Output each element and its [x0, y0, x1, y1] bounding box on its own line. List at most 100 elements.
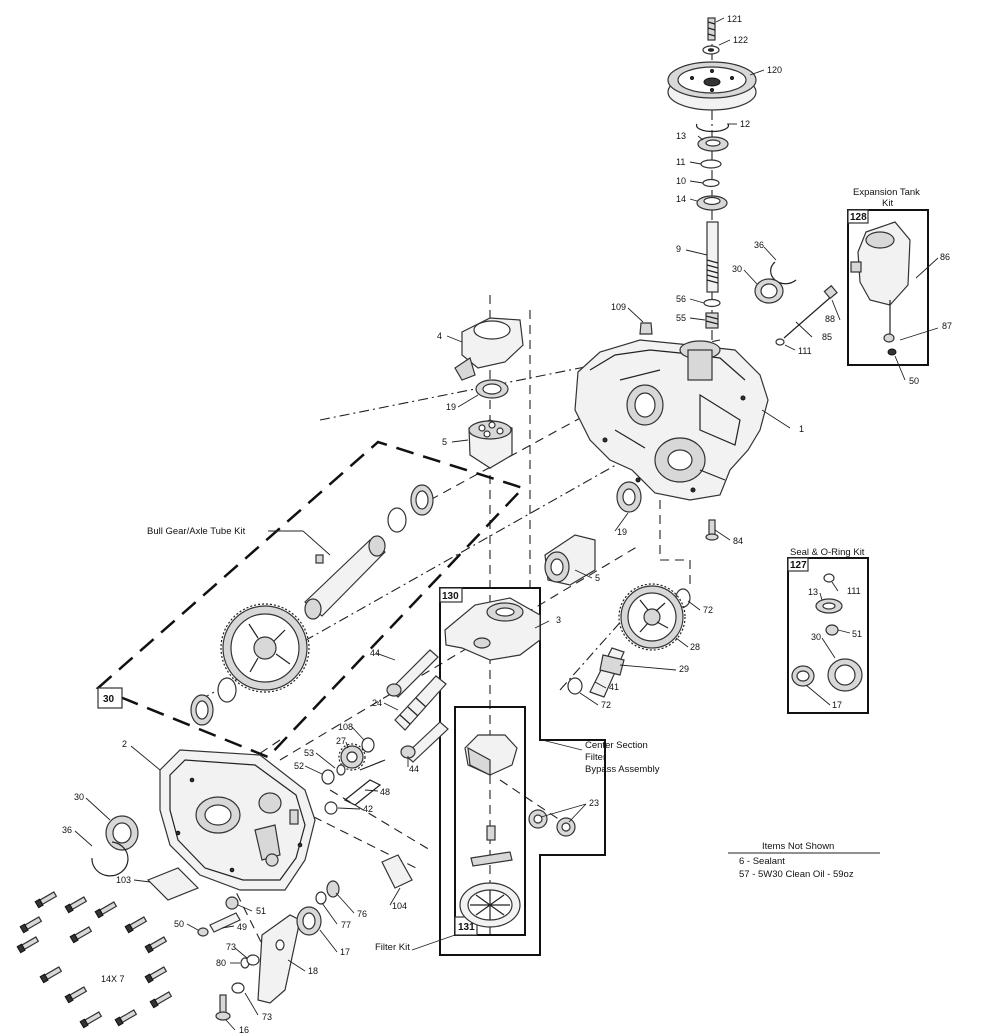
- callout-19-lower: 19: [617, 527, 627, 537]
- vent-tube: [775, 284, 838, 346]
- callout-24: 24: [372, 698, 382, 708]
- callout-49: 49: [237, 922, 247, 932]
- seal-kit-callout-111: 111: [847, 586, 861, 596]
- callout-121: 121: [727, 14, 742, 24]
- callout-44-upper: 44: [370, 648, 380, 658]
- main-housing: [574, 339, 769, 501]
- expansion-tank-kit: [847, 209, 929, 366]
- callout-111: 111: [798, 346, 812, 356]
- callout-85: 85: [822, 332, 832, 342]
- brake-parts: [321, 743, 386, 815]
- seal-oring-kit-title: Seal & O-Ring Kit: [790, 547, 865, 558]
- callout-27: 27: [336, 736, 346, 746]
- callout-5-upper: 5: [442, 437, 447, 447]
- callout-84: 84: [733, 536, 743, 546]
- filter-kit-title: Filter Kit: [375, 942, 410, 953]
- items-not-shown-row-1: 6 - Sealant: [739, 856, 785, 867]
- callout-18: 18: [308, 966, 318, 976]
- kit-labels: Expansion Tank Kit 128 Seal & O-Ring Kit…: [103, 187, 920, 953]
- callout-104: 104: [392, 901, 407, 911]
- input-shaft-stack: [667, 17, 757, 329]
- callout-50-left: 50: [174, 919, 184, 929]
- seal-kit-callout-30: 30: [811, 632, 821, 642]
- center-section-line3: Bypass Assembly: [585, 764, 660, 775]
- callout-23: 23: [589, 798, 599, 808]
- center-section-line2: Filter: [585, 752, 606, 763]
- callout-14: 14: [676, 194, 686, 204]
- expansion-tank-title-line2: Kit: [882, 198, 893, 209]
- callout-29: 29: [679, 664, 689, 674]
- bull-gear-kit-number: 30: [103, 694, 115, 705]
- callout-122: 122: [733, 35, 748, 45]
- callout-80: 80: [216, 958, 226, 968]
- callout-88: 88: [825, 314, 835, 324]
- side-cover: [159, 749, 316, 891]
- callout-36-left: 36: [62, 825, 72, 835]
- center-shafts: [361, 649, 449, 763]
- callout-103: 103: [116, 875, 131, 885]
- callout-30-left: 30: [74, 792, 84, 802]
- bolt-84: [705, 519, 719, 541]
- bypass-plugs: [528, 809, 576, 837]
- leader-lines: [74, 17, 939, 1031]
- callout-3: 3: [556, 615, 561, 625]
- seal-oring-kit-number: 127: [790, 560, 807, 571]
- items-not-shown-heading: Items Not Shown: [762, 841, 834, 852]
- plug-109: [639, 322, 653, 335]
- bull-gear-kit: [95, 440, 526, 759]
- callout-12: 12: [740, 119, 750, 129]
- filter-kit-number: 131: [458, 922, 475, 933]
- callout-108: 108: [338, 722, 353, 732]
- expansion-tank-title-line1: Expansion Tank: [853, 187, 920, 198]
- callout-50-top: 50: [909, 376, 919, 386]
- callout-56: 56: [676, 294, 686, 304]
- callout-2: 2: [122, 739, 127, 749]
- callout-87: 87: [942, 321, 952, 331]
- callout-11: 11: [676, 157, 685, 167]
- callout-52: 52: [294, 761, 304, 771]
- bolt-set-14x: [16, 891, 173, 1029]
- callout-13: 13: [676, 131, 686, 141]
- callout-4: 4: [437, 331, 442, 341]
- callout-86: 86: [940, 252, 950, 262]
- callout-30-top: 30: [732, 264, 742, 274]
- items-not-shown-row-2: 57 - 5W30 Clean Oil - 59oz: [739, 869, 854, 880]
- callout-14x7: 14X 7: [101, 974, 125, 984]
- reduction-gears: [567, 583, 691, 698]
- callout-53: 53: [304, 748, 314, 758]
- callout-9: 9: [676, 244, 681, 254]
- callout-48: 48: [380, 787, 390, 797]
- items-not-shown: Items Not Shown 6 - Sealant 57 - 5W30 Cl…: [739, 841, 854, 880]
- callout-76: 76: [357, 909, 367, 919]
- seal-kit-callout-17: 17: [832, 700, 842, 710]
- callout-51: 51: [256, 906, 266, 916]
- center-section-kit: [439, 587, 606, 956]
- callout-labels: 121 122 120 12 13 11 10 14 9 36 30 56 55…: [62, 14, 952, 1035]
- callout-5-lower: 5: [595, 573, 600, 583]
- callout-120: 120: [767, 65, 782, 75]
- seal-oring-kit: [787, 557, 869, 714]
- callout-10: 10: [676, 176, 686, 186]
- callout-41: 41: [609, 682, 619, 692]
- callout-73-upper: 73: [226, 942, 236, 952]
- callout-16: 16: [239, 1025, 249, 1035]
- expansion-tank-kit-number: 128: [850, 212, 867, 223]
- callout-73-lower: 73: [262, 1012, 272, 1022]
- callout-109: 109: [611, 302, 626, 312]
- pump-assembly: [454, 317, 524, 469]
- left-axle-seals: [91, 815, 139, 877]
- callout-72-lower: 72: [601, 700, 611, 710]
- motor-assembly: [544, 481, 642, 586]
- seal-kit-callout-51: 51: [852, 629, 862, 639]
- upper-seal-group: [754, 261, 797, 304]
- callout-36-top: 36: [754, 240, 764, 250]
- center-section-line1: Center Section: [585, 740, 648, 751]
- bull-gear-kit-title: Bull Gear/Axle Tube Kit: [147, 526, 246, 537]
- callout-72-upper: 72: [703, 605, 713, 615]
- callout-28: 28: [690, 642, 700, 652]
- callout-1: 1: [799, 424, 804, 434]
- seal-kit-callout-13: 13: [808, 587, 818, 597]
- center-section-kit-number: 130: [442, 591, 459, 602]
